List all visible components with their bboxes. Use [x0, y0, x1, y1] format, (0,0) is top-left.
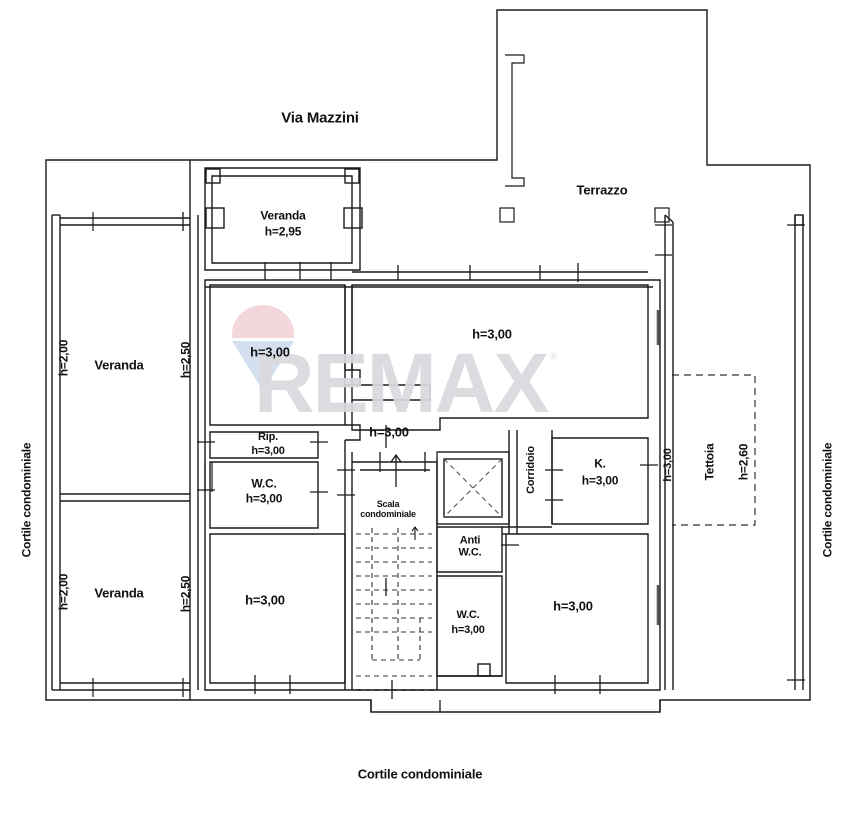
room-label-wc-left: W.C. — [251, 476, 277, 491]
dimension-h250-lower: h=2,50 — [178, 575, 193, 613]
courtyard-label-left: Cortile condominiale — [19, 442, 34, 558]
room-height-wc-left: h=3,00 — [245, 491, 283, 506]
outer-envelope — [45, 9, 811, 713]
main-interior — [204, 271, 661, 691]
stair-dashed-outline — [352, 452, 438, 691]
room-height-upper-left: h=3,00 — [250, 344, 290, 360]
dimension-h300-tettoia-left: h=3,00 — [661, 448, 674, 482]
left-veranda-walls — [51, 160, 199, 700]
dimension-h200-upper: h=2,00 — [56, 339, 71, 377]
street-label-via-mazzini: Via Mazzini — [281, 109, 359, 127]
room-height-kitchen: h=3,00 — [581, 473, 619, 488]
tettoia-outline — [672, 374, 756, 526]
room-height-mid-strip: h=3,00 — [369, 424, 409, 440]
room-label-anti-wc: Anti W.C. — [458, 534, 482, 559]
courtyard-label-bottom: Cortile condominiale — [357, 766, 483, 782]
room-height-wc-center: h=3,00 — [451, 623, 485, 636]
room-label-wc-center: W.C. — [456, 608, 480, 621]
dimension-h250-upper: h=2,50 — [178, 341, 193, 379]
room-height-ripostiglio: h=3,00 — [251, 444, 285, 457]
room-label-scala-condominiale: Scala condominiale — [360, 498, 416, 519]
elevator-diagonals — [443, 458, 503, 518]
right-wall-detail — [664, 214, 804, 690]
dimension-h260-tettoia-right: h=2,60 — [736, 443, 751, 481]
wall-ticks — [182, 212, 805, 712]
room-label-veranda-left-upper: Veranda — [94, 357, 144, 373]
room-height-upper-right: h=3,00 — [472, 326, 512, 342]
room-label-tettoia: Tettoia — [702, 443, 717, 481]
room-height-lower-left: h=3,00 — [245, 592, 285, 608]
room-label-terrazzo: Terrazzo — [576, 182, 628, 198]
window-ticks-left — [92, 212, 94, 697]
room-label-corridoio: Corridoio — [524, 446, 537, 494]
stair-arrow-small — [411, 526, 419, 540]
veranda-top-walls — [204, 167, 363, 271]
room-label-veranda-left-lower: Veranda — [94, 585, 144, 601]
courtyard-notch — [370, 700, 661, 712]
courtyard-label-right: Cortile condominiale — [820, 442, 835, 558]
room-height-veranda-top: h=2,95 — [264, 224, 302, 239]
terrazzo-notch — [505, 54, 525, 187]
room-label-kitchen: K. — [594, 456, 606, 471]
door-marks — [204, 462, 213, 492]
room-label-ripostiglio: Rip. — [258, 430, 278, 443]
room-label-veranda-top: Veranda — [260, 208, 306, 223]
dimension-h200-lower: h=2,00 — [56, 573, 71, 611]
terrazzo-pillars — [499, 207, 670, 223]
room-height-lower-right: h=3,00 — [553, 598, 593, 614]
stair-treads — [356, 528, 432, 677]
stair-direction-arrow — [390, 453, 402, 487]
